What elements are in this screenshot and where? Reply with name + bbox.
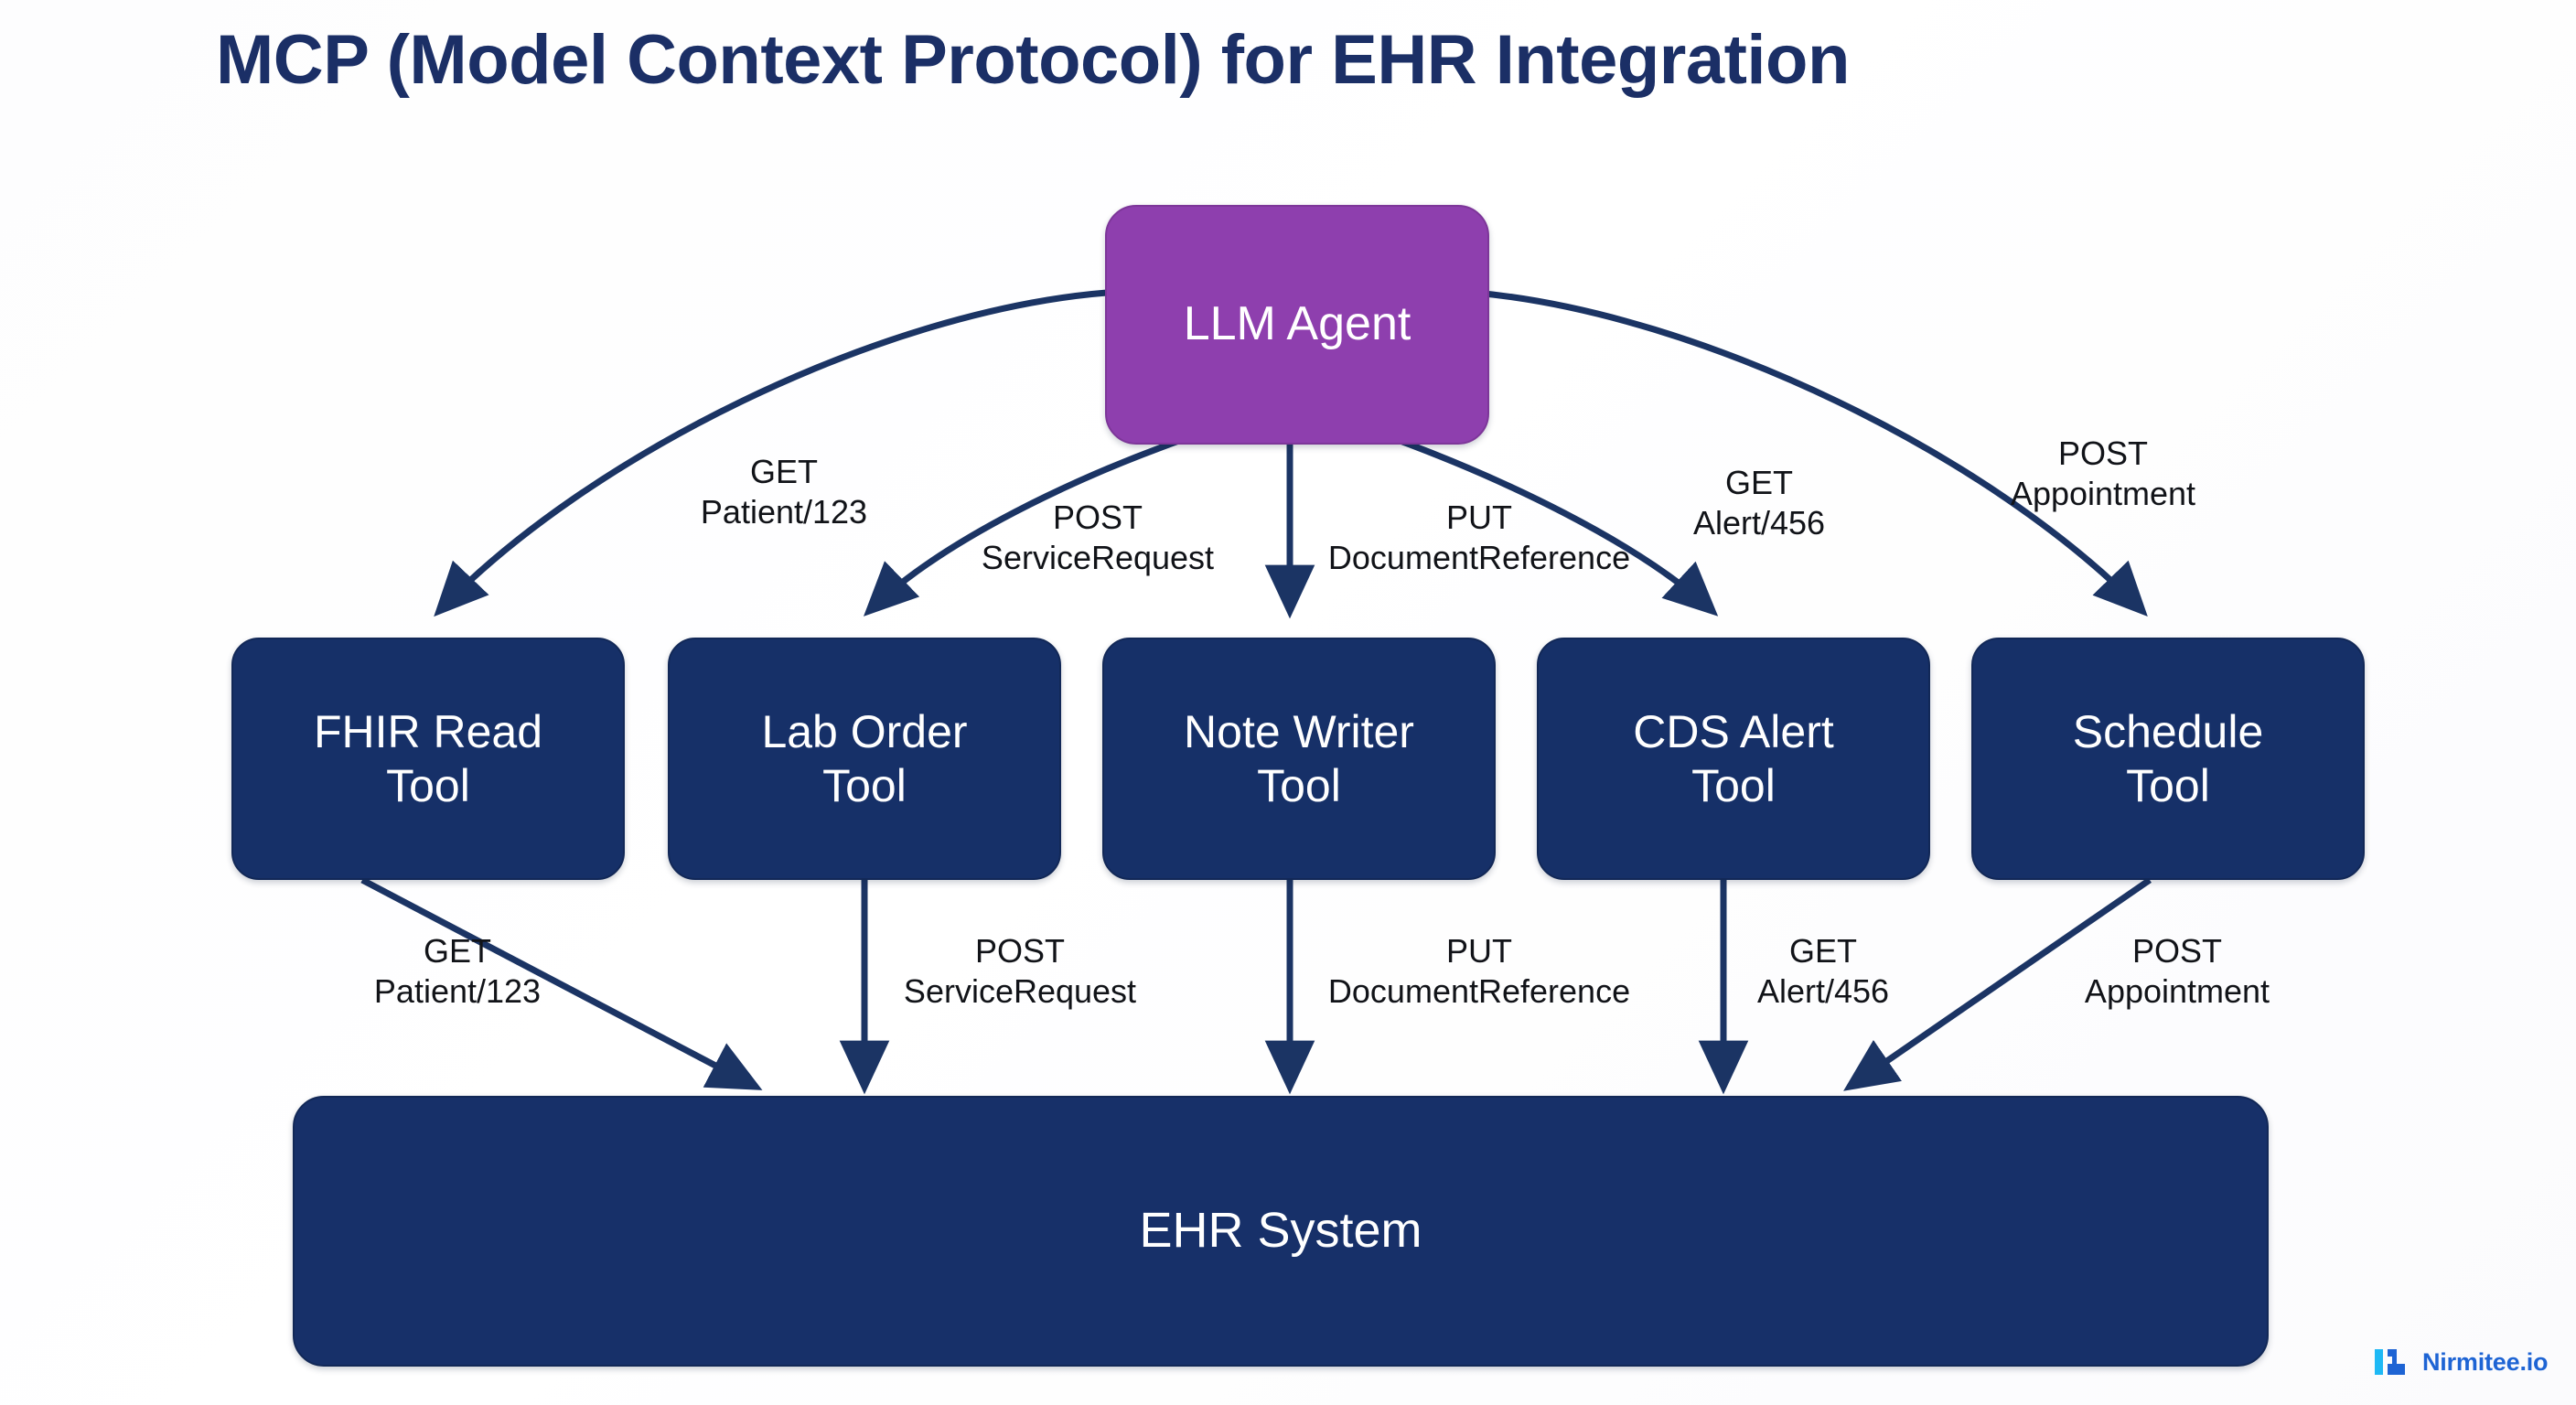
- edge-label-agent-schedule: POST Appointment: [2010, 434, 2196, 512]
- edge-agent-to-schedule-tool: [1474, 289, 2148, 617]
- edge-agent-to-fhir-read-tool: [434, 289, 1108, 617]
- nirmitee-logo-icon: [2375, 1349, 2405, 1375]
- node-llm-agent[interactable]: LLM Agent: [1105, 205, 1489, 445]
- node-cds-alert-tool[interactable]: CDS Alert Tool: [1537, 638, 1930, 880]
- node-note-writer-tool[interactable]: Note Writer Tool: [1102, 638, 1496, 880]
- node-schedule-tool[interactable]: Schedule Tool: [1971, 638, 2365, 880]
- brand-name: Nirmitee.io: [2422, 1347, 2549, 1376]
- edge-label-lab-order-ehr: POST ServiceRequest: [903, 932, 1137, 1010]
- edge-label-agent-lab-order: POST ServiceRequest: [981, 499, 1215, 576]
- node-lab-order-tool[interactable]: Lab Order Tool: [668, 638, 1061, 880]
- edge-label-fhir-read-ehr: GET Patient/123: [373, 932, 542, 1010]
- edge-schedule-tool-to-ehr: [1843, 877, 2152, 1091]
- edge-label-agent-note-writer: PUT DocumentReference: [1327, 499, 1631, 576]
- edge-label-schedule-ehr: POST Appointment: [2084, 932, 2270, 1010]
- page-title: MCP (Model Context Protocol) for EHR Int…: [216, 21, 1850, 99]
- node-ehr-system[interactable]: EHR System: [293, 1096, 2269, 1367]
- edge-label-cds-alert-ehr: GET Alert/456: [1756, 932, 1890, 1010]
- edge-fhir-read-tool-to-ehr: [360, 876, 763, 1090]
- edge-agent-to-cds-alert-tool: [1389, 434, 1719, 617]
- edge-agent-to-lab-order-tool: [863, 434, 1191, 617]
- edge-label-agent-fhir-read: GET Patient/123: [700, 453, 868, 531]
- node-fhir-read-tool[interactable]: FHIR Read Tool: [231, 638, 625, 880]
- edge-label-agent-cds-alert: GET Alert/456: [1692, 464, 1826, 542]
- brand-logo[interactable]: Nirmitee.io: [2375, 1346, 2549, 1378]
- edge-label-note-writer-ehr: PUT DocumentReference: [1327, 932, 1631, 1010]
